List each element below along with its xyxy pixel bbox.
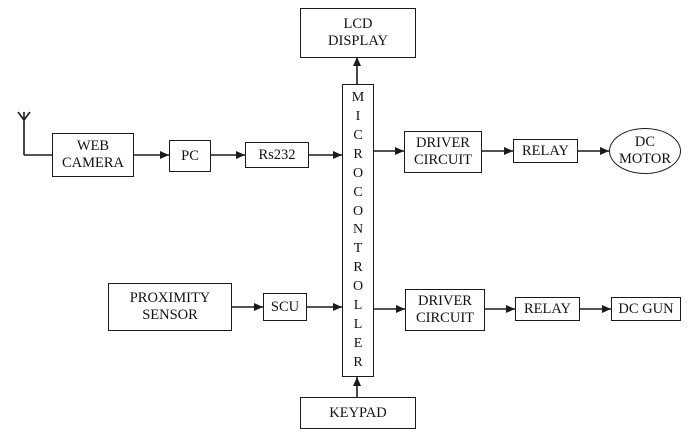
microcontroller-letter: O xyxy=(352,203,364,219)
microcontroller-letter: L xyxy=(353,317,363,333)
driver-circuit-block-bottom: DRIVER CIRCUIT xyxy=(405,289,485,331)
web-camera-block: WEB CAMERA xyxy=(52,133,134,177)
relay-block-bottom: RELAY xyxy=(515,297,580,321)
microcontroller-letter: M xyxy=(351,90,365,105)
microcontroller-letter: R xyxy=(353,146,363,162)
dc-gun-block: DC GUN xyxy=(611,297,681,321)
microcontroller-letter: R xyxy=(353,354,363,370)
microcontroller-letter: E xyxy=(353,335,363,351)
microcontroller-letter: L xyxy=(353,298,363,314)
keypad-block: KEYPAD xyxy=(300,397,416,429)
microcontroller-letter: N xyxy=(352,222,364,238)
microcontroller-letter: I xyxy=(355,108,361,124)
antenna-icon xyxy=(17,111,31,122)
microcontroller-letter: O xyxy=(352,279,364,295)
rs232-block: Rs232 xyxy=(245,142,309,168)
microcontroller-letter: C xyxy=(353,127,363,143)
scu-block: SCU xyxy=(263,293,307,321)
microcontroller-letter: C xyxy=(353,184,363,200)
relay-block-top: RELAY xyxy=(513,139,578,163)
dc-motor-block: DC MOTOR xyxy=(609,128,681,174)
pc-block: PC xyxy=(169,140,211,172)
proximity-sensor-block: PROXIMITY SENSOR xyxy=(108,283,232,331)
microcontroller-letter: R xyxy=(353,260,363,276)
driver-circuit-block-top: DRIVER CIRCUIT xyxy=(404,131,482,173)
microcontroller-letter: O xyxy=(352,165,364,181)
microcontroller-letter: T xyxy=(353,241,363,257)
lcd-display-block: LCD DISPLAY xyxy=(300,8,416,58)
